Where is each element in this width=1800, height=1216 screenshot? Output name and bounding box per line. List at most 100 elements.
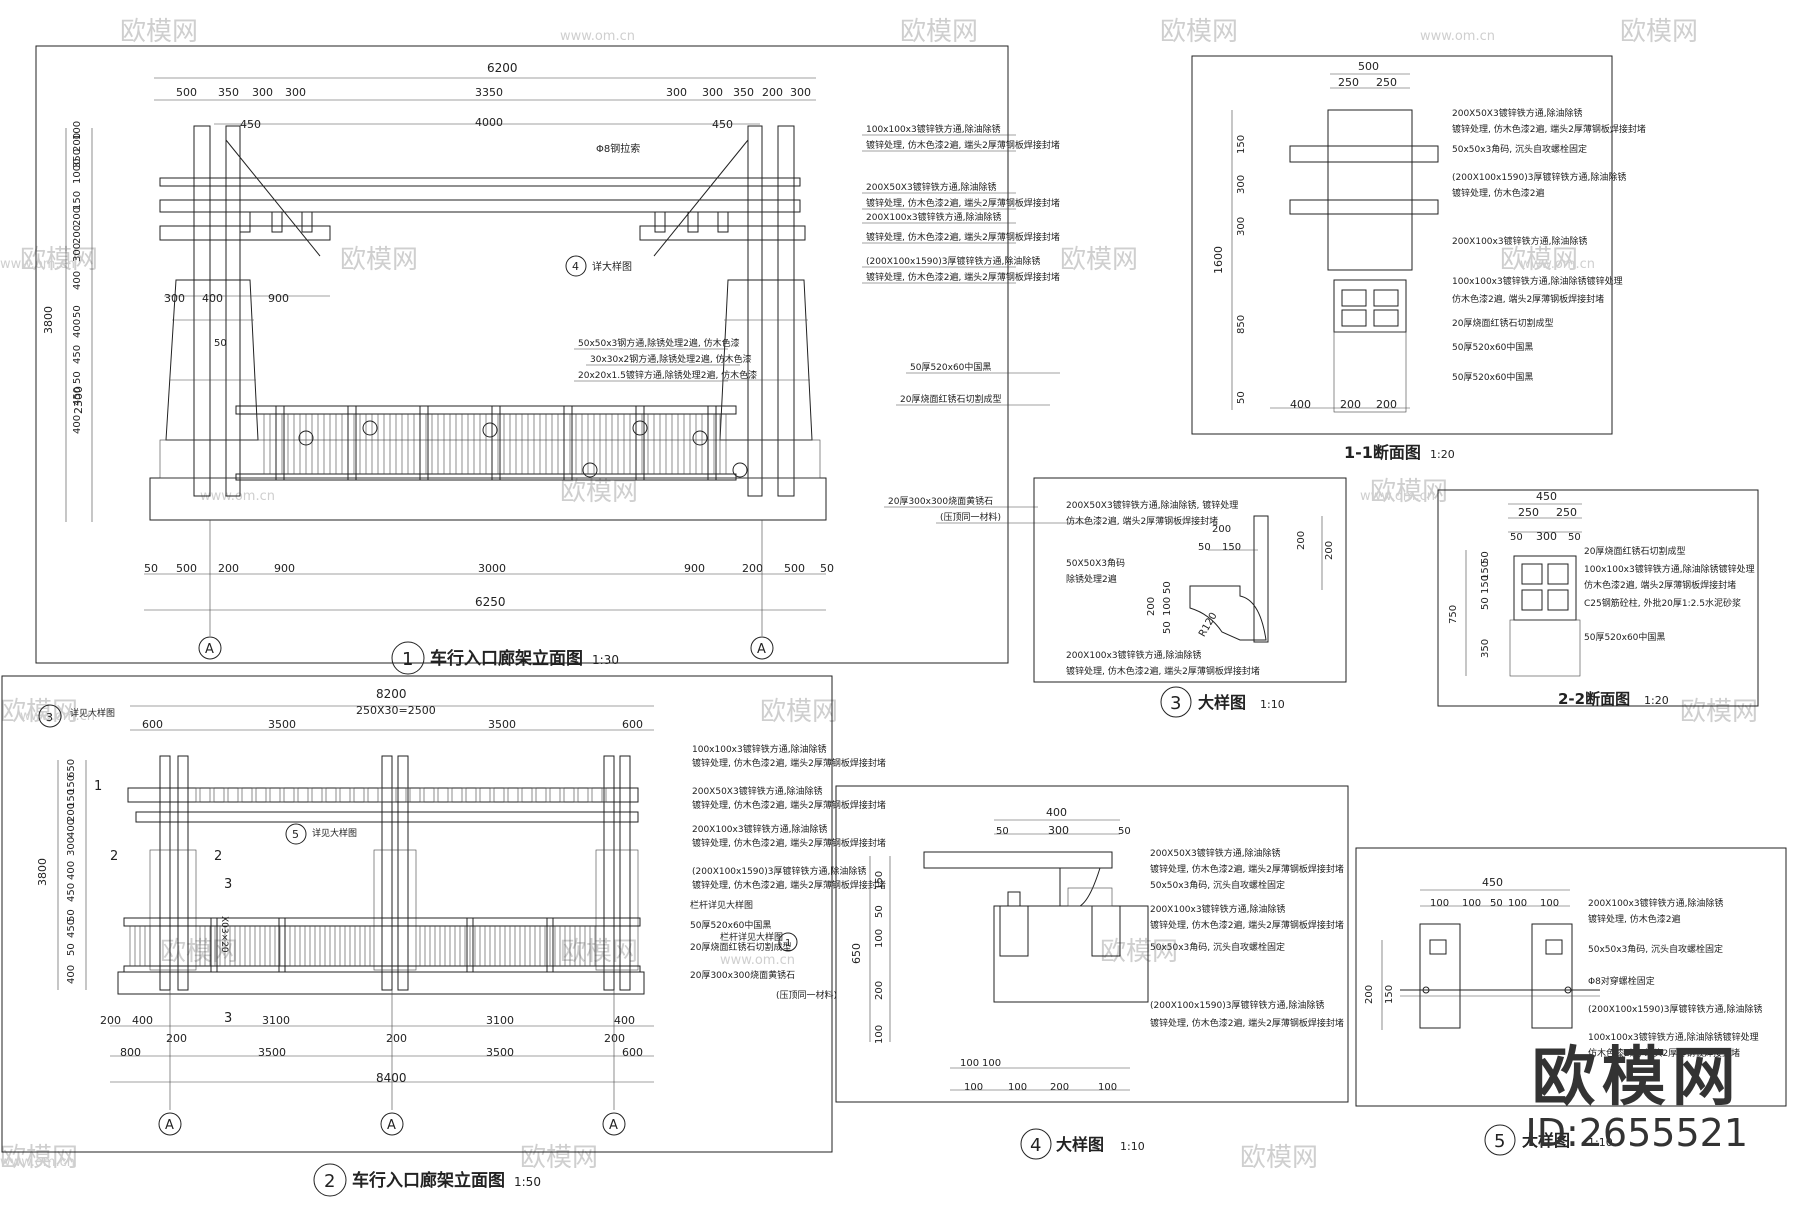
d2-dim: 400	[66, 861, 77, 880]
s11-note: 50厚520x60中国黑	[1452, 371, 1533, 383]
section-2-2-frame	[1437, 489, 1759, 707]
s11-dim: 50	[1236, 391, 1247, 404]
d1-dim: 50	[144, 562, 158, 575]
d4-dim: 100	[982, 1058, 1001, 1069]
d3-dim: 200	[1146, 597, 1157, 616]
d2-structure	[117, 755, 645, 995]
d1-dim: 500	[784, 562, 805, 575]
s22-scale: 1:20	[1644, 694, 1669, 707]
d1-dim: 50	[72, 305, 83, 318]
d1-detail-tag-circle	[565, 255, 587, 277]
d1-railing-post	[347, 405, 357, 481]
d1-dim: 1000	[72, 159, 83, 184]
d4-dim: 100	[960, 1058, 979, 1069]
d4-dim: 50	[996, 826, 1009, 837]
d1-title-circle	[391, 641, 425, 675]
d2-dim: 150	[66, 775, 77, 794]
d4-dim: 150	[874, 871, 885, 890]
watermark-brand-tile: 欧模网	[1240, 1143, 1318, 1173]
d1-note: 200X100x3镀锌铁方通,除油除锈	[866, 211, 1001, 223]
watermark-brand-tile: 欧模网	[340, 245, 418, 275]
s22-dim: 300	[1536, 530, 1557, 543]
d2-section-mark: 1	[94, 779, 102, 794]
d1-cable-label: Φ8钢拉索	[596, 142, 640, 155]
d1-title-num: 1	[402, 649, 413, 670]
d1-dim: 50	[214, 338, 227, 349]
d3-dim: 150	[1222, 542, 1241, 553]
d1-notes: 100x100x3镀锌铁方通,除油除锈镀锌处理, 仿木色漆2遍, 端头2厚薄钢板…	[574, 123, 1090, 524]
watermark-site-tile: www.om.cn	[20, 709, 95, 724]
s22-dim: 150	[1480, 575, 1491, 594]
d5-notes: 200X100x3镀锌铁方通,除油除锈镀锌处理, 仿木色漆2遍50x50x3角码…	[1588, 897, 1762, 1059]
drawing-2-frame	[1, 675, 833, 1153]
d1-scroll-ornament	[582, 462, 598, 478]
detail-4: 400 50 300 50 650 150 50 100 200 100 100…	[835, 785, 1349, 1160]
d1-dim: 300	[72, 243, 83, 262]
d1-dim: 400	[72, 271, 83, 290]
d1-dim: 350	[218, 86, 239, 99]
s11-dim: 150	[1236, 135, 1247, 154]
d1-note: 镀锌处理, 仿木色漆2遍, 端头2厚薄钢板焊接封堵	[866, 139, 1060, 151]
d1-left-dims: 1002003501000150200200300400504004505045…	[72, 121, 83, 434]
d2-tag-num: 1	[785, 938, 791, 949]
d2-dim: 200	[66, 803, 77, 822]
d2-axis-label: A	[609, 1118, 618, 1133]
d1-railing-post	[419, 405, 429, 481]
s11-title: 1-1断面图	[1344, 443, 1421, 462]
d1-detail-tag-text: 详大样图	[592, 260, 632, 273]
d2-note: 栏杆详见大样图	[690, 899, 753, 911]
s11-dim: 400	[1290, 398, 1311, 411]
d1-dim: 4000	[475, 116, 503, 129]
drawing-1-frame	[35, 45, 1009, 664]
d2-axis-label: A	[165, 1118, 174, 1133]
d2-note: (压顶同一材料)	[776, 989, 837, 1001]
drawing-2-elevation: 8200 250X30=2500 600 3500 3500 600 3800 …	[1, 675, 886, 1197]
d2-dim: 600	[622, 1046, 643, 1059]
d1-dim: 450	[72, 387, 83, 406]
d2-dim: 3100	[262, 1014, 290, 1027]
d3-dim: 50	[1162, 621, 1173, 634]
d4-notes: 200X50X3镀锌铁方通,除油除锈镀锌处理, 仿木色漆2遍, 端头2厚薄钢板焊…	[1150, 847, 1344, 1029]
d1-railing-post	[707, 405, 717, 481]
s11-dim: 200	[1340, 398, 1361, 411]
d1-note: 50x50x3钢方通,除锈处理2遍, 仿木色漆	[578, 337, 740, 349]
d2-dim: 450	[66, 919, 77, 938]
d1-title: 车行入口廊架立面图	[430, 648, 583, 669]
d1-note: 镀锌处理, 仿木色漆2遍, 端头2厚薄钢板焊接封堵	[866, 197, 1060, 209]
d1-railing-balusters	[263, 405, 748, 481]
d2-dim: 3500	[488, 718, 516, 731]
d2-dim: 3500	[268, 718, 296, 731]
watermark-site-tile: www.om.cn	[0, 1155, 75, 1170]
s22-notes: 20厚烧面红锈石切割成型100x100x3镀锌铁方通,除油除锈镀锌处理仿木色漆2…	[1584, 545, 1755, 643]
watermark-brand-tile: 欧模网	[1620, 17, 1698, 47]
d1-note: 30x30x2钢方通,除锈处理2遍, 仿木色漆	[590, 353, 752, 365]
s11-dim: 1600	[1212, 246, 1225, 274]
d3-dim: 50	[1162, 581, 1173, 594]
d2-tag-text: 详见大样图	[312, 827, 357, 839]
d2-title: 车行入口廊架立面图	[352, 1170, 505, 1191]
d2-railing-post	[278, 917, 286, 973]
d2-dim: 200	[386, 1032, 407, 1045]
d1-dim-6200: 6200	[487, 61, 518, 75]
s11-note: 镀锌处理, 仿木色漆2遍, 端头2厚薄钢板焊接封堵	[1452, 123, 1646, 135]
d2-dim: 200	[604, 1032, 625, 1045]
d5-dim: 100	[1508, 898, 1527, 909]
watermark-brand-tile: 欧模网	[1100, 937, 1178, 967]
s22-dim: 50	[1480, 597, 1491, 610]
d4-note: 50x50x3角码, 沉头自攻螺栓固定	[1150, 941, 1285, 953]
d4-dim: 100	[874, 1025, 885, 1044]
d2-dim: 600	[142, 718, 163, 731]
d5-dim: 100	[1462, 898, 1481, 909]
watermark-site-tile: www.om.cn	[720, 953, 795, 968]
d5-dim: 50	[1490, 898, 1503, 909]
d1-dim: 200	[72, 207, 83, 226]
s22-dim: 50	[1480, 551, 1491, 564]
watermark-layer: 欧模网欧模网欧模网欧模网欧模网欧模网欧模网欧模网欧模网欧模网欧模网欧模网欧模网欧…	[0, 17, 1758, 1173]
d2-section-mark: 3	[224, 1011, 232, 1026]
d2-note: 镀锌处理, 仿木色漆2遍, 端头2厚薄钢板焊接封堵	[692, 837, 886, 849]
d2-note: 200X50X3镀锌铁方通,除油除锈	[692, 785, 823, 797]
d1-scroll-ornament	[298, 430, 314, 446]
d4-dim: 50	[1118, 826, 1131, 837]
